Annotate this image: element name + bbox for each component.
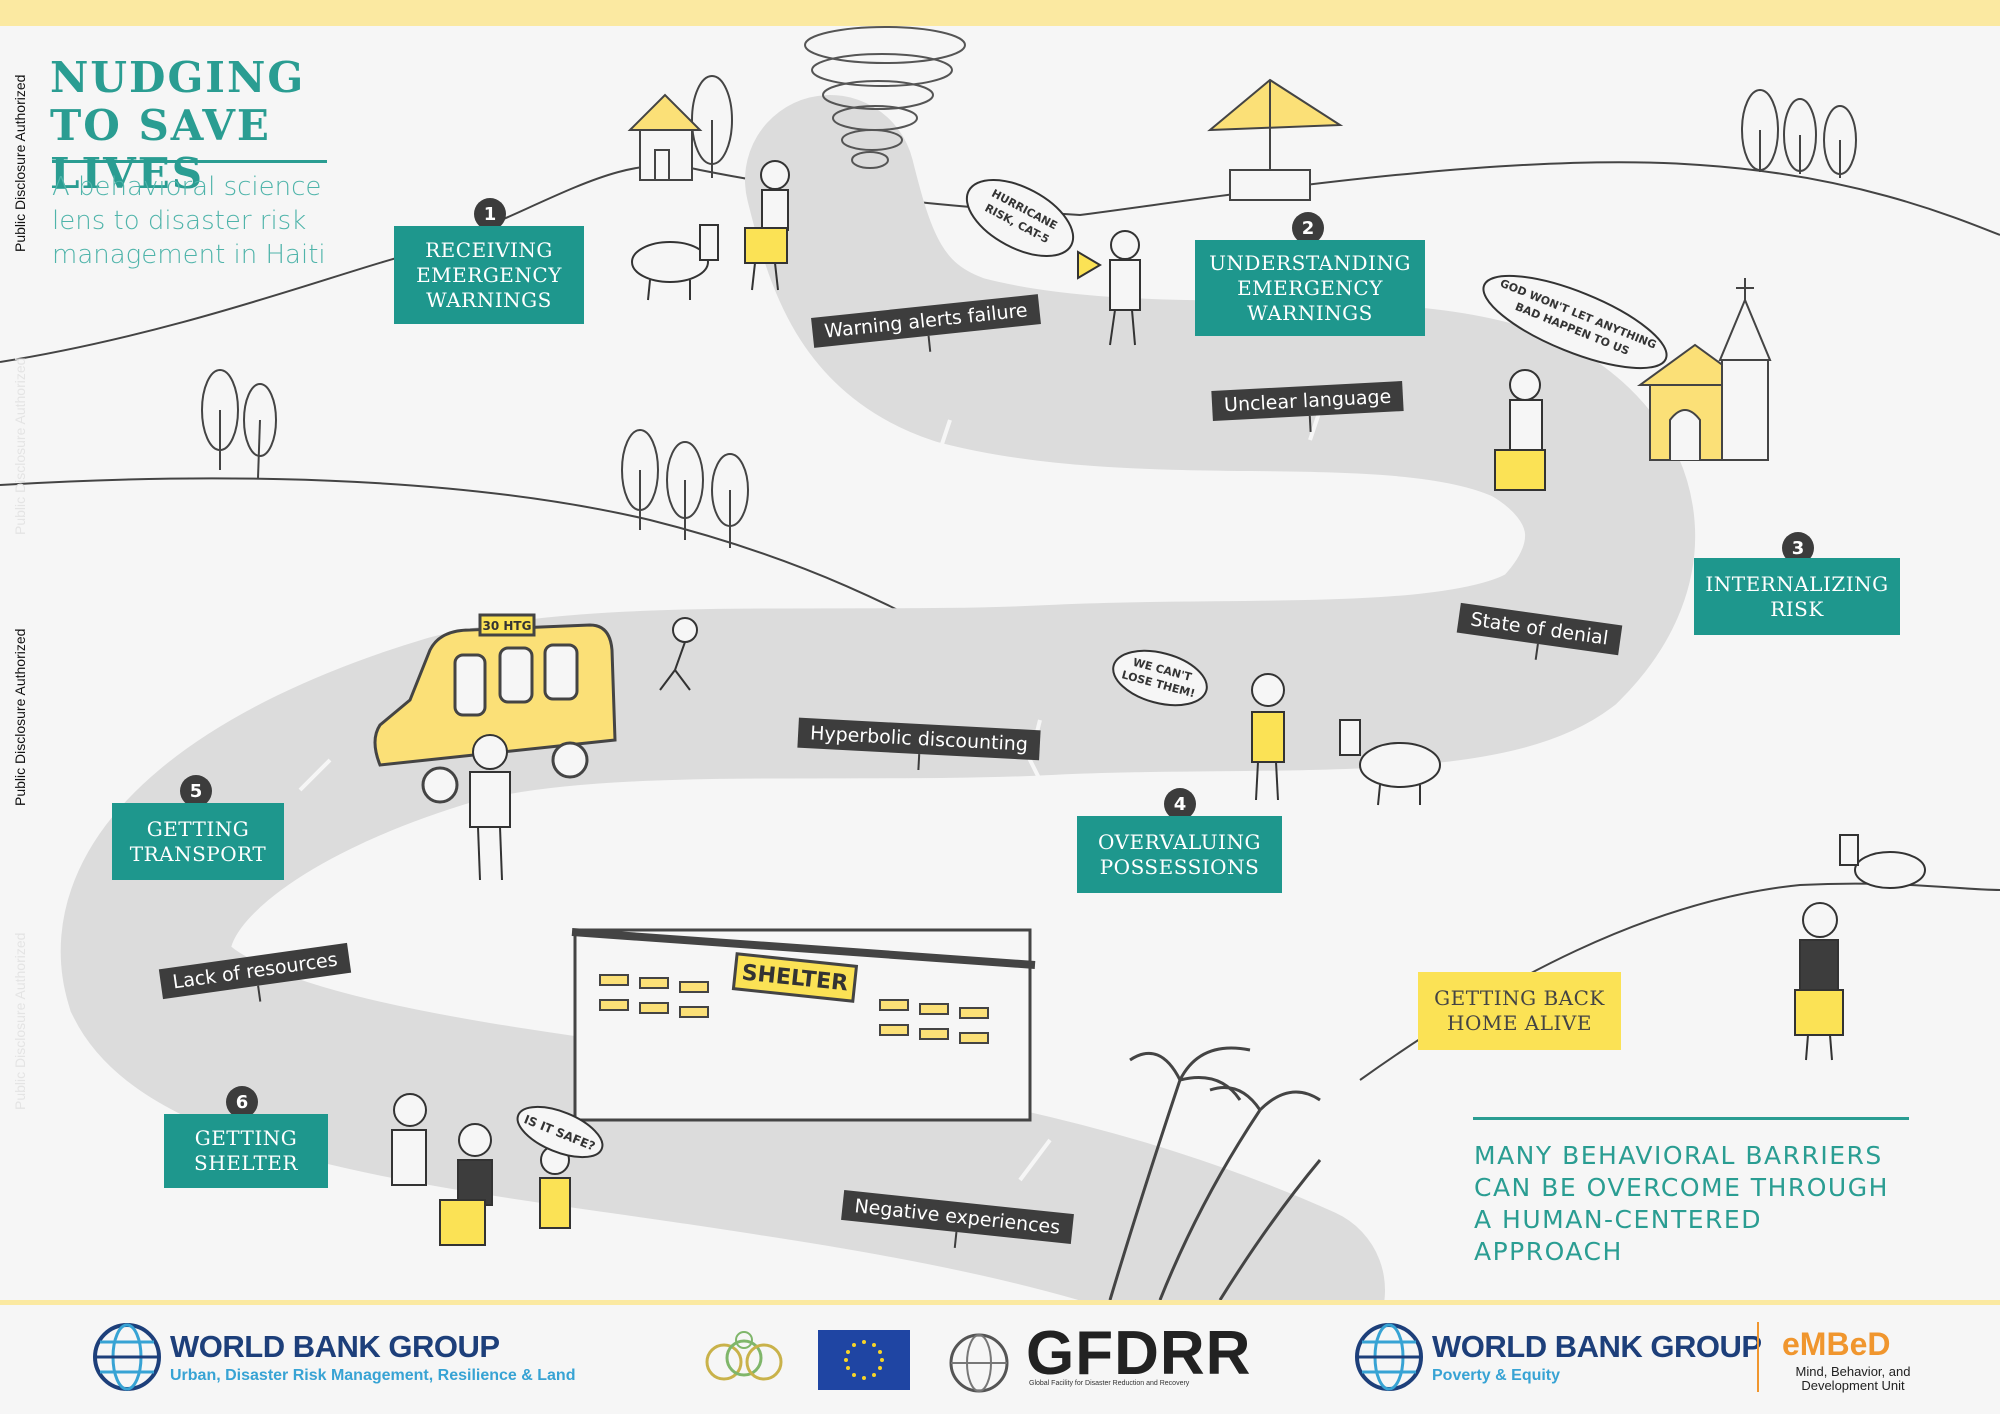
wbg-logo-right: WORLD BANK GROUP Poverty & Equity xyxy=(1354,1322,1762,1392)
conclusion-text: MANY BEHAVIORAL BARRIERS CAN BE OVERCOME… xyxy=(1474,1141,1889,1266)
top-band xyxy=(0,0,2000,26)
wbg-name-right: WORLD BANK GROUP xyxy=(1432,1329,1762,1364)
person-waving xyxy=(1251,673,1285,801)
title-divider xyxy=(52,160,327,163)
person-home xyxy=(1794,902,1844,1061)
hill-line-top xyxy=(0,161,2000,363)
page-subtitle: A behavioral science lens to disaster ri… xyxy=(52,172,326,270)
gfdrr-logo-subtitle: Global Facility for Disaster Reduction a… xyxy=(1029,1380,1190,1387)
disclosure-text-4: Public Disclosure Authorized xyxy=(12,932,28,1110)
trees xyxy=(201,75,1857,548)
wbg-unit-right: Poverty & Equity xyxy=(1432,1367,1561,1384)
bus xyxy=(373,613,617,804)
step-1-number: 1 xyxy=(474,198,506,230)
step-4-label: OVERVALUING POSSESSIONS xyxy=(1077,816,1282,893)
person-church xyxy=(1494,369,1546,491)
globe-icon xyxy=(1355,1323,1423,1391)
person-radio xyxy=(744,160,790,291)
shelter-building xyxy=(571,928,1036,1122)
disclosure-text-1: Public Disclosure Authorized xyxy=(12,74,28,252)
embed-divider xyxy=(1757,1322,1759,1392)
step-1-label: RECEIVING EMERGENCY WARNINGS xyxy=(394,226,584,324)
wbg-logo-left: WORLD BANK GROUP Urban, Disaster Risk Ma… xyxy=(92,1322,575,1392)
step-6-number: 6 xyxy=(226,1086,258,1118)
gfdrr-logo-text: GFDRR xyxy=(1026,1319,1252,1388)
disclosure-text-2: Public Disclosure Authorized xyxy=(12,357,28,535)
page-title: NUDGING TO SAVE LIVES xyxy=(50,53,306,198)
step-3-label: INTERNALIZING RISK xyxy=(1694,558,1900,635)
final-step-label: GETTING BACK HOME ALIVE xyxy=(1418,972,1621,1050)
disclosure-text-3: Public Disclosure Authorized xyxy=(12,628,28,806)
wbg-unit-left: Urban, Disaster Risk Management, Resilie… xyxy=(170,1367,576,1384)
step-4-number: 4 xyxy=(1164,788,1196,820)
tornado xyxy=(804,26,966,169)
palm-trees xyxy=(1108,1046,1322,1300)
donkey xyxy=(631,224,1926,889)
step-2-number: 2 xyxy=(1292,212,1324,244)
eu-flag-icon xyxy=(818,1330,910,1390)
hut xyxy=(627,93,703,181)
speech-bubble-hurricane: HURRICANE RISK, CAT-5 xyxy=(965,179,1075,257)
step-5-label: GETTING TRANSPORT xyxy=(112,803,284,880)
market-stall xyxy=(1207,78,1344,201)
echo-logo-icon xyxy=(705,1331,783,1381)
person-megaphone xyxy=(1077,230,1141,346)
globe-icon xyxy=(93,1323,161,1391)
gfdrr-globe-icon xyxy=(949,1333,1009,1393)
footer xyxy=(0,1300,2000,1414)
church xyxy=(1636,278,1772,461)
person-driver xyxy=(469,734,511,881)
embed-logo-text: eMBeD xyxy=(1782,1326,1891,1362)
step-6-label: GETTING SHELTER xyxy=(164,1114,328,1188)
conclusion-divider xyxy=(1473,1117,1909,1120)
step-2-label: UNDERSTANDING EMERGENCY WARNINGS xyxy=(1195,240,1425,336)
step-5-number: 5 xyxy=(180,775,212,807)
wbg-name-left: WORLD BANK GROUP xyxy=(170,1329,500,1364)
people xyxy=(391,160,1844,1246)
road-crack xyxy=(298,409,1322,1182)
embed-logo-subtitle: Mind, Behavior, and Development Unit xyxy=(1795,1364,1911,1393)
bus-fare-label: 30 HTG xyxy=(483,619,532,633)
person-runner xyxy=(659,617,698,691)
